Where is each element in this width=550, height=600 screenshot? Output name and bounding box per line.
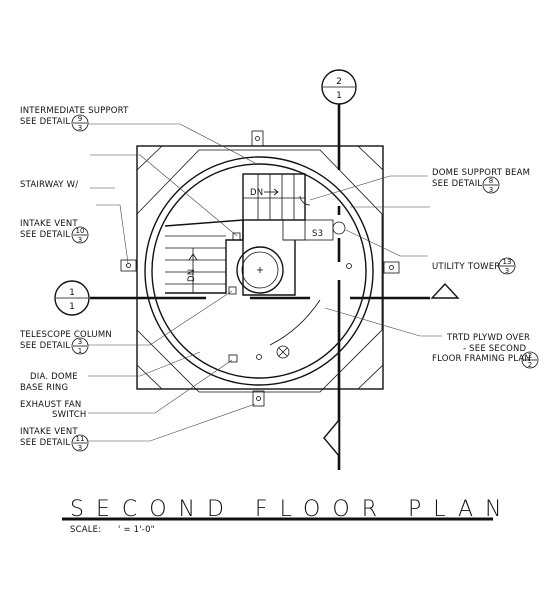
svg-text:3: 3 [78,338,82,346]
svg-text:SEE DETAIL: SEE DETAIL [432,179,482,189]
svg-text:DOME SUPPORT BEAM: DOME SUPPORT BEAM [432,168,530,178]
svg-text:2: 2 [336,77,342,87]
dn-label-upper: DN [250,188,263,198]
utility-column [332,221,346,235]
svg-text:1: 1 [336,91,342,101]
svg-text:3: 3 [505,267,509,275]
scale-label: SCALE: [70,525,101,535]
inner-ring [151,163,367,379]
svg-text:UTILITY TOWER: UTILITY TOWER [432,262,500,272]
callout-dome-support-beam: DOME SUPPORT BEAM SEE DETAIL 8 3 [309,168,530,208]
svg-text:SEE DETAIL: SEE DETAIL [20,341,70,351]
svg-text:BASE RING: BASE RING [20,383,68,393]
svg-text:DIA. DOME: DIA. DOME [30,372,78,382]
svg-text:10: 10 [76,227,85,235]
exhaust-fan-switch [228,354,238,363]
svg-text:3: 3 [78,444,82,452]
intake-vent-right [383,261,400,274]
section-arrow-bottom [323,418,340,458]
svg-text:STAIRWAY W/: STAIRWAY W/ [20,180,78,190]
svg-text:SWITCH: SWITCH [52,410,87,420]
callout-exhaust-fan: EXHAUST FAN SWITCH [20,359,233,420]
svg-text:SEE DETAIL: SEE DETAIL [20,230,70,240]
svg-text:11: 11 [76,435,85,443]
callout-dome-base-ring: DIA. DOME BASE RING [20,351,201,393]
telescope-column [236,246,284,294]
svg-text:1: 1 [78,347,82,355]
callout-intake-vent-1: INTAKE VENT SEE DETAIL 10 3 [20,204,129,264]
s3-label: S3 [312,229,323,239]
intake-vent-bottom [252,390,265,407]
octagon-framing [136,149,383,393]
section-arrow-right [430,282,460,299]
stair-upper: DN [242,173,306,221]
scale-value: ' = 1'-0" [118,525,155,535]
svg-text:9: 9 [78,115,82,123]
dn-label-lower: DN [187,269,197,282]
svg-text:SEE DETAIL: SEE DETAIL [20,438,70,448]
section-marker-left: 1 1 [54,280,90,316]
svg-text:INTAKE VENT: INTAKE VENT [20,427,78,437]
svg-text:13: 13 [503,258,512,266]
svg-text:SEE DETAIL: SEE DETAIL [20,117,70,127]
svg-text:- SEE SECOND: - SEE SECOND [463,344,527,354]
svg-text:INTERMEDIATE SUPPORT: INTERMEDIATE SUPPORT [20,106,129,116]
svg-text:3: 3 [489,186,493,194]
callout-telescope-column: TELESCOPE COLUMN SEE DETAIL 3 1 [19,290,233,355]
title-block: SECOND FLOOR PLAN SCALE: ' = 1'-0" [62,497,502,535]
svg-text:FLOOR FRAMING PLAN: FLOOR FRAMING PLAN [432,354,531,364]
stair-well-wall [242,220,296,296]
svg-text:1: 1 [69,302,75,312]
svg-text:2: 2 [528,352,532,360]
section-marker-top: 2 1 [321,69,357,105]
svg-text:1: 1 [69,288,75,298]
svg-text:3: 3 [78,124,82,132]
callout-intake-vent-2: INTAKE VENT SEE DETAIL 11 3 [20,403,256,452]
svg-text:INTAKE VENT: INTAKE VENT [20,219,78,229]
svg-text:TELESCOPE COLUMN: TELESCOPE COLUMN [19,330,112,340]
svg-text:EXHAUST FAN: EXHAUST FAN [20,400,81,410]
svg-text:TRTD PLYWD OVER: TRTD PLYWD OVER [446,333,530,343]
callout-stairway: STAIRWAY W/ [20,154,238,237]
svg-text:3: 3 [78,236,82,244]
dome-base-ring [144,156,374,386]
svg-text:8: 8 [489,177,493,185]
svg-text:2: 2 [528,361,532,369]
callout-trtd-plywd: TRTD PLYWD OVER - SEE SECOND FLOOR FRAMI… [324,307,539,369]
callout-intermediate-support: INTERMEDIATE SUPPORT SEE DETAIL 9 3 [20,106,256,164]
intake-vent-top [251,130,264,147]
exhaust-fan-icon [276,345,290,359]
callout-utility-tower: UTILITY TOWER 13 3 [345,229,516,275]
intake-vent-left [120,259,137,272]
